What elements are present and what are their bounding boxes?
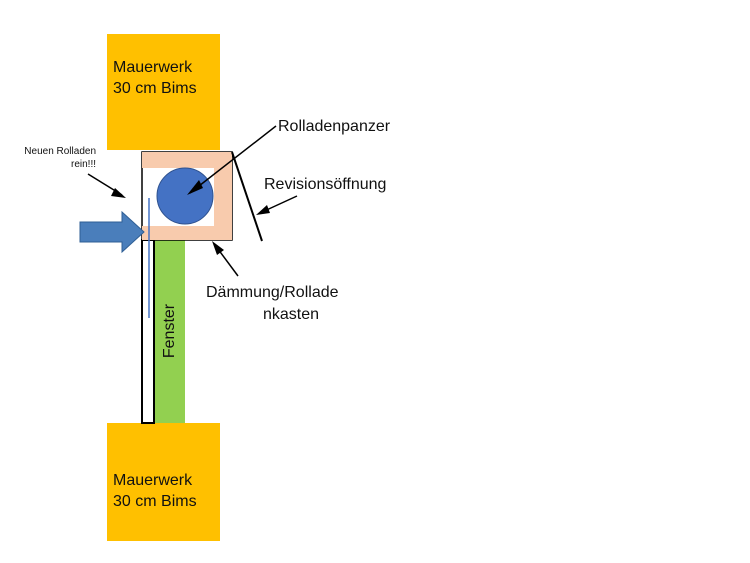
masonry-bottom-line2: 30 cm Bims: [113, 493, 197, 510]
insulation-right: [214, 152, 232, 240]
label-neuen-line1: Neuen Rolladen: [24, 146, 96, 157]
masonry-top-line2: 30 cm Bims: [113, 80, 197, 97]
label-daemmung-line1: Dämmung/Rollade: [206, 284, 339, 301]
pointer-revisionsoeffnung-head: [256, 205, 270, 215]
label-daemmung: Dämmung/Rollade nkasten: [206, 282, 339, 326]
revision-opening-line: [231, 151, 263, 242]
masonry-bottom-label: Mauerwerk 30 cm Bims: [113, 470, 197, 512]
label-neuen-rolladen: Neuen Rolladen rein!!!: [12, 145, 96, 171]
pointer-daemmung-head: [212, 241, 224, 255]
insert-arrow: [79, 210, 145, 254]
label-daemmung-line2: nkasten: [263, 306, 320, 323]
masonry-block-bottom: [107, 423, 220, 541]
window-frame-outline: [141, 239, 155, 424]
label-revisionsoeffnung: Revisionsöffnung: [264, 176, 387, 193]
insulation-top: [142, 152, 232, 168]
pointer-rolladenpanzer-head: [187, 180, 203, 195]
label-rolladenpanzer: Rolladenpanzer: [278, 118, 391, 135]
pointer-neuen-rolladen-head: [111, 188, 126, 198]
masonry-block-top: [107, 34, 220, 150]
insulation-bottom: [142, 226, 232, 240]
masonry-top-line1: Mauerwerk: [113, 59, 193, 76]
label-fenster: Fenster: [161, 303, 178, 359]
window-pane: [155, 240, 185, 423]
masonry-top-label: Mauerwerk 30 cm Bims: [113, 57, 197, 99]
label-neuen-line2: rein!!!: [70, 159, 96, 170]
masonry-bottom-line1: Mauerwerk: [113, 472, 193, 489]
roller-shutter-drum: [156, 167, 214, 225]
pointer-rolladenpanzer: [189, 125, 277, 194]
